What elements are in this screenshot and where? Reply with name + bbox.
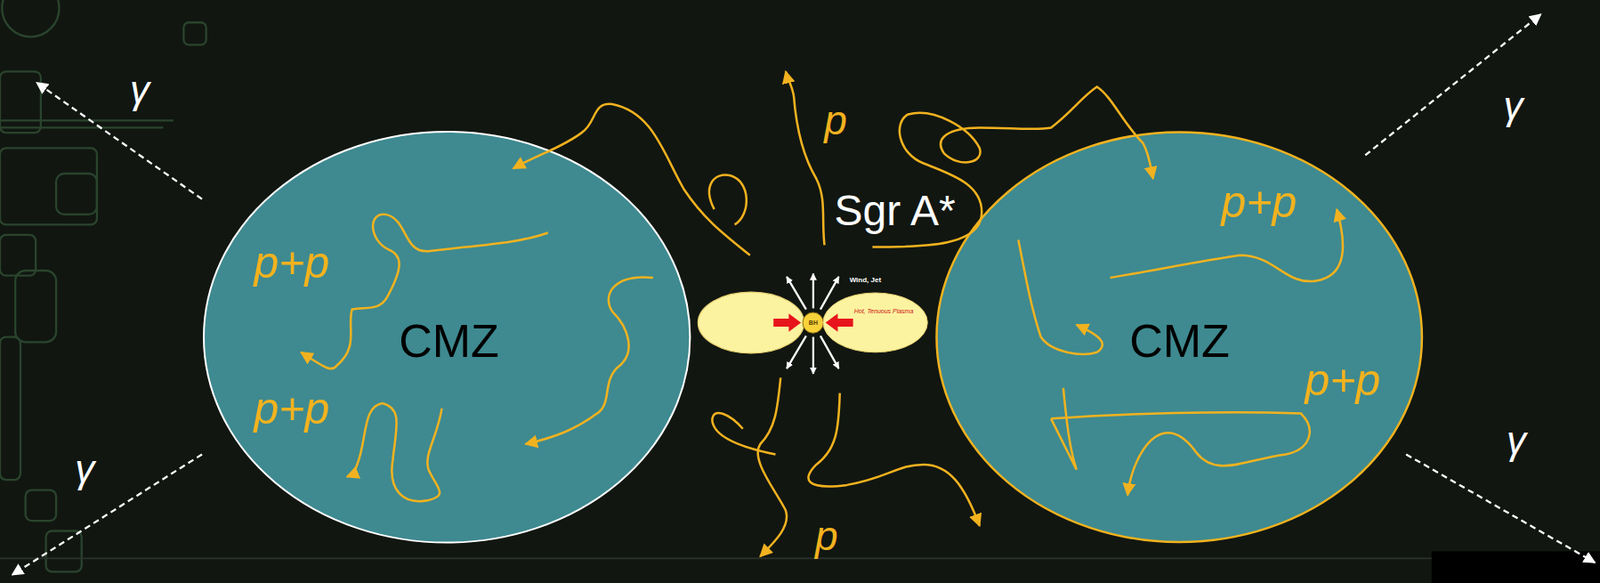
gamma-label: γ: [74, 449, 95, 489]
region-text: CMZ: [1129, 317, 1230, 364]
proton-path: [1050, 412, 1310, 495]
accretion-torus: Hot, Tenuous Plasma: [822, 291, 929, 354]
proton-path: [711, 412, 776, 455]
outflow-arrow: [812, 337, 815, 374]
gamma-label: γ: [1506, 420, 1527, 461]
proton-trajectories: [300, 71, 1343, 557]
proton-label: p: [815, 515, 839, 557]
black-hole-shape: [802, 312, 824, 333]
accretion-torus-outline: [822, 291, 929, 354]
node-text: Hot, Tenuous Plasma: [854, 307, 914, 314]
cmz-cloud: p+pCMZp+p: [934, 129, 1424, 545]
cmz-cloud-shape: [937, 131, 1423, 542]
black-bar: [1431, 550, 1600, 583]
gamma-label: γ: [129, 70, 150, 110]
region-text: p+p: [1305, 357, 1382, 403]
black-hole: BH: [801, 311, 825, 334]
outflow-arrows: [786, 273, 839, 373]
inflow-arrow: [825, 313, 854, 332]
inflow-arrow: [773, 313, 801, 332]
wind-jet-label: Wind, Jet: [849, 276, 881, 284]
gamma-label: γ: [1503, 86, 1524, 126]
accretion-torus-shape: [823, 292, 928, 353]
accretion-torus: [697, 291, 804, 354]
outflow-arrow: [820, 276, 840, 310]
proton-path: [709, 175, 747, 226]
cmz-cloud-shape: [203, 131, 690, 543]
inflow-arrows: [773, 313, 853, 332]
region-text: CMZ: [398, 317, 500, 364]
outflow-arrow: [786, 276, 807, 310]
proton-label: p: [824, 99, 848, 141]
outflow-arrow: [820, 335, 840, 369]
divider-line: [0, 557, 1600, 560]
proton-path: [525, 276, 654, 445]
node-text: BH: [808, 319, 818, 326]
outflow-arrow: [812, 273, 815, 308]
gamma-ray-arrows: [12, 14, 1596, 575]
region-text: p+p: [1221, 179, 1298, 225]
proton-path: [1050, 387, 1077, 470]
proton-path: [785, 71, 825, 245]
proton-path: [808, 393, 979, 526]
outflow-arrow: [786, 335, 807, 369]
proton-path: [300, 214, 548, 369]
proton-path: [758, 377, 787, 557]
source-label: Sgr A*: [834, 189, 956, 233]
proton-path: [1110, 209, 1343, 282]
proton-path: [513, 104, 751, 256]
proton-path: [1018, 240, 1102, 355]
cmz-cloud: p+pCMZp+p: [202, 129, 692, 545]
region-text: p+p: [254, 386, 331, 431]
region-text: p+p: [254, 240, 331, 285]
proton-path: [347, 403, 443, 502]
proton-path: [872, 87, 1153, 248]
decoration: [0, 0, 207, 572]
